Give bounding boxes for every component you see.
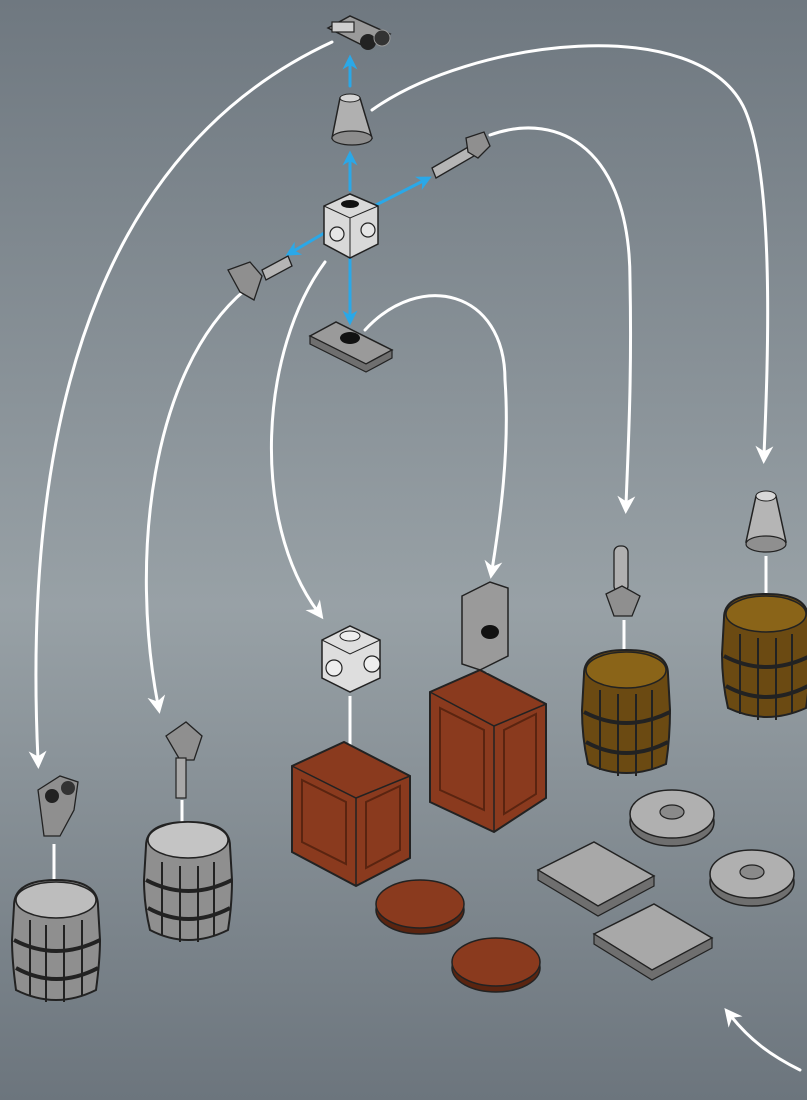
round-tile-brown-2 [452, 938, 540, 992]
round-tile-hole-gray-1 [630, 790, 714, 846]
tile-1x2-crate [462, 582, 508, 670]
barrel-brown-right [722, 594, 807, 720]
round-tile-hole-gray-2 [710, 850, 794, 906]
brick-with-studs [324, 194, 378, 258]
barrel-brown [582, 650, 670, 776]
barrel-gray [144, 822, 232, 942]
crate-brown-right [430, 670, 546, 832]
barrel-gray-left [12, 880, 100, 1002]
round-tile-brown-1 [376, 880, 464, 934]
brick-with-studs-crate [322, 626, 380, 692]
